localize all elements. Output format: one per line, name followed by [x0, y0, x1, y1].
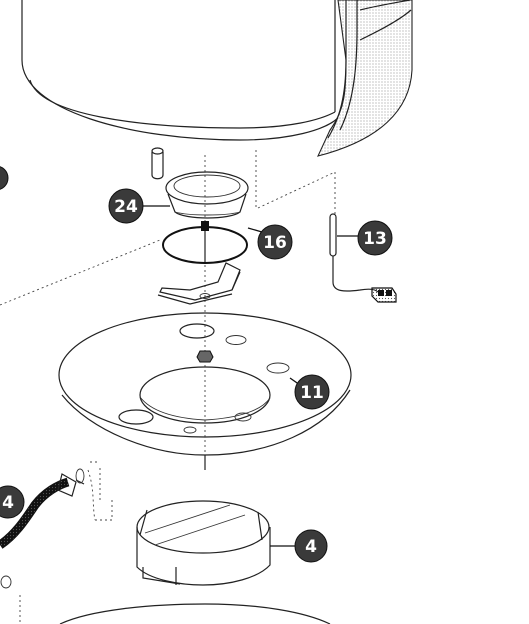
- callout-4: 4: [294, 529, 328, 563]
- svg-text:4: 4: [305, 537, 317, 557]
- leader-16: [247, 227, 263, 233]
- svg-text:11: 11: [300, 383, 324, 403]
- edge-callout-top-left: [0, 166, 9, 190]
- callout-11: 11: [294, 374, 330, 410]
- lower-component: [59, 603, 331, 624]
- callout-24: 24: [108, 188, 144, 224]
- tank-peg: [151, 147, 164, 180]
- callout-4-left: 4: [0, 485, 25, 519]
- part-11-base-plate: [58, 312, 352, 470]
- part-13-sensor: [329, 213, 397, 303]
- bracket: [157, 262, 241, 305]
- part-24-cup: [165, 171, 249, 219]
- callout-13: 13: [357, 220, 393, 256]
- svg-text:16: 16: [263, 233, 287, 253]
- callout-16: 16: [257, 224, 293, 260]
- hose-assembly: [0, 468, 113, 589]
- svg-text:24: 24: [114, 197, 138, 217]
- part-4-housing: [136, 500, 271, 586]
- tank-body: [21, 0, 413, 157]
- svg-text:13: 13: [363, 229, 387, 249]
- part-16-o-ring: [162, 226, 248, 264]
- svg-text:4: 4: [2, 493, 14, 513]
- guide-lines: [0, 150, 336, 624]
